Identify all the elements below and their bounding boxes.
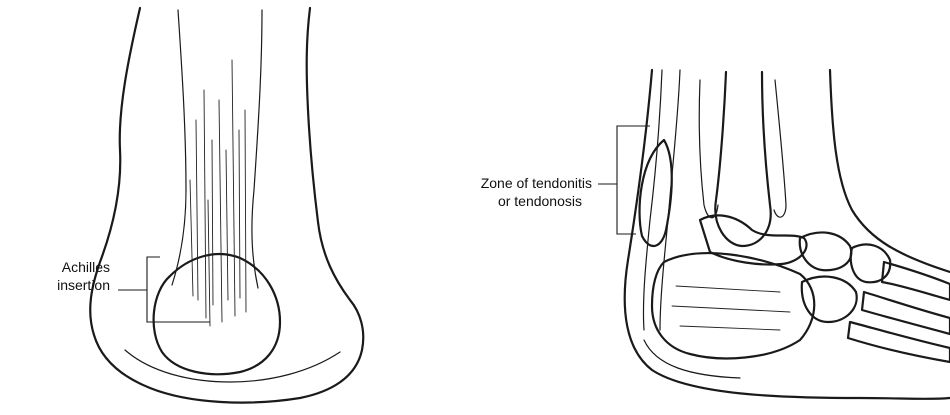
achilles-bracket xyxy=(147,257,210,322)
tibia xyxy=(715,72,770,246)
achilles-tendon-right-edge xyxy=(252,10,262,288)
navicular xyxy=(800,232,852,270)
fibula-front xyxy=(774,80,786,217)
cuboid xyxy=(802,277,857,322)
achilles-label-line2: insertion xyxy=(57,277,110,293)
lateral-leg-front-outline xyxy=(830,70,950,272)
heel-pad xyxy=(125,350,340,382)
tendon-fibers-posterior xyxy=(190,60,246,326)
zone-label-line1: Zone of tendonitis xyxy=(481,175,592,191)
metatarsal-3 xyxy=(848,322,950,362)
calcaneus-lateral xyxy=(652,253,814,358)
tendon-thickening xyxy=(640,140,672,246)
fibula xyxy=(699,80,718,218)
calcaneus-texture xyxy=(672,286,790,330)
calcaneus-posterior xyxy=(154,254,280,374)
zone-label-line2: or tendonosis xyxy=(498,193,582,209)
talus xyxy=(700,215,807,264)
achilles-tendon-left-edge xyxy=(172,10,186,285)
lateral-foot-view xyxy=(598,70,950,399)
achilles-label-line1: Achilles xyxy=(62,259,110,275)
posterior-heel-view xyxy=(90,8,363,403)
